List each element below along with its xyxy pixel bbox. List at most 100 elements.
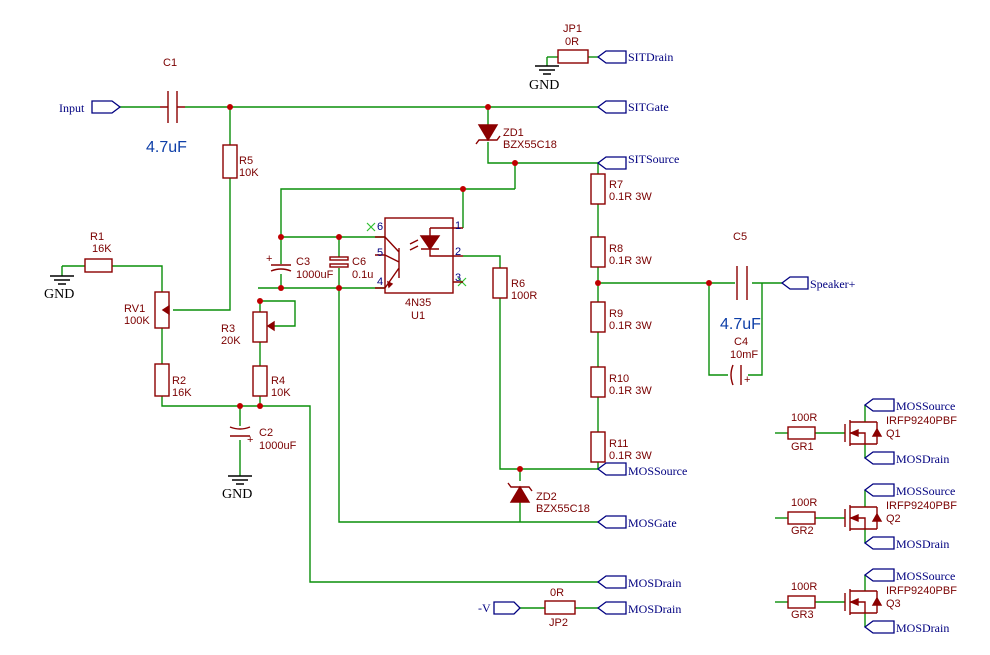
potentiometer-rv1[interactable]: RV1 100K [124,291,170,329]
resistor-r9[interactable]: R9 0.1R 3W [590,301,652,333]
r6-ref: R6 [511,278,525,290]
svg-text:+: + [744,374,750,386]
capacitor-c5[interactable]: C5 4.7uF [720,231,761,333]
optocoupler-u1[interactable]: 1 2 3 4 5 6 4N35 U1 [375,217,463,322]
c6-ref: C6 [352,256,366,268]
resistor-r6[interactable]: R6 100R [492,267,537,302]
ground-jp1: GND [529,65,559,93]
net-flag-mossource-main[interactable]: MOSSource [596,462,687,478]
resistor-r11[interactable]: R11 0.1R 3W [590,431,652,463]
svg-text:MOSSource: MOSSource [628,464,687,478]
svg-text:MOSDrain: MOSDrain [628,602,681,616]
zener-zd2[interactable]: ZD2 BZX55C18 [507,482,590,515]
c6-value: 0.1u [352,269,373,281]
svg-text:+: + [266,253,272,265]
net-flag-mosdrain-main[interactable]: MOSDrain [596,575,681,590]
rv1-ref: RV1 [124,303,145,315]
r7-ref: R7 [609,179,623,191]
rv1-value: 100K [124,315,150,327]
svg-text:+: + [247,434,253,446]
svg-text:100R: 100R [791,581,817,593]
svg-text:Q1: Q1 [886,428,901,440]
c4-ref: C4 [734,336,748,348]
capacitor-c6[interactable]: C6 0.1u [329,256,373,281]
mosfet-group-q1[interactable]: 100R GR1 MOSSource MOSDrain IRFP9240PBF … [787,398,957,466]
r3-value: 20K [221,335,241,347]
jp2-value: 0R [550,587,564,599]
svg-text:MOSDrain: MOSDrain [628,576,681,590]
r1-ref: R1 [90,231,104,243]
resistor-r5[interactable]: R5 10K [222,144,259,179]
c3-ref: C3 [296,256,310,268]
svg-text:GND: GND [222,487,252,502]
svg-text:MOSDrain: MOSDrain [896,621,949,635]
svg-text:MOSGate: MOSGate [628,516,677,530]
resistor-r4[interactable]: R4 10K [252,365,291,399]
r2-value: 16K [172,387,192,399]
resistor-r2[interactable]: R2 16K [154,363,192,399]
svg-text:MOSDrain: MOSDrain [896,537,949,551]
r2-ref: R2 [172,375,186,387]
r9-value: 0.1R 3W [609,320,652,332]
net-flag-input[interactable]: Input [59,100,122,115]
capacitor-c1[interactable]: C1 4.7uF [146,57,187,156]
svg-text:GR1: GR1 [791,441,814,453]
svg-text:IRFP9240PBF: IRFP9240PBF [886,585,957,597]
c1-value: 4.7uF [146,139,187,156]
jumper-jp1[interactable]: JP1 0R [557,23,589,64]
u1-pin-4: 4 [377,276,383,288]
net-flag-negv[interactable]: -V [478,601,521,615]
svg-text:100R: 100R [791,412,817,424]
net-flag-speaker[interactable]: Speaker+ [780,276,856,291]
jp1-ref: JP1 [563,23,582,35]
net-flag-sitdrain[interactable]: SITDrain [596,50,673,64]
capacitor-c2[interactable]: + C2 1000uF [229,426,297,452]
r4-ref: R4 [271,375,285,387]
zd1-value: BZX55C18 [503,139,557,151]
svg-text:GR2: GR2 [791,525,814,537]
jp1-value: 0R [565,36,579,48]
r3-ref: R3 [221,323,235,335]
svg-text:MOSSource: MOSSource [896,569,955,583]
capacitor-c4[interactable]: + C4 10mF [730,336,758,386]
resistor-r7[interactable]: R7 0.1R 3W [590,173,652,205]
r11-ref: R11 [609,438,628,450]
wires [61,56,866,627]
net-flag-mosgate[interactable]: MOSGate [596,515,677,530]
junctions [227,104,712,472]
svg-text:Q2: Q2 [886,513,901,525]
ground-left: GND [44,275,74,302]
net-flag-sitsource[interactable]: SITSource [596,152,679,170]
svg-text:SITDrain: SITDrain [628,50,673,64]
resistor-r1[interactable]: R1 16K [84,231,113,273]
u1-value: 4N35 [405,297,431,309]
resistor-r8[interactable]: R8 0.1R 3W [590,236,652,268]
r11-value: 0.1R 3W [609,450,652,462]
svg-text:MOSDrain: MOSDrain [896,452,949,466]
u1-pin-5: 5 [377,247,383,259]
net-flag-mosdrain-jp2[interactable]: MOSDrain [596,601,681,616]
zd2-ref: ZD2 [536,491,557,503]
svg-text:SITGate: SITGate [628,100,669,114]
capacitor-c3[interactable]: + C3 1000uF [266,253,334,281]
mosfet-group-q3[interactable]: 100R GR3 MOSSource MOSDrain IRFP9240PBF … [787,568,957,635]
svg-text:SITSource: SITSource [628,152,679,166]
c1-ref: C1 [163,57,177,69]
resistor-r10[interactable]: R10 0.1R 3W [590,366,652,398]
c5-value: 4.7uF [720,316,761,333]
svg-text:GND: GND [529,78,559,93]
svg-text:Speaker+: Speaker+ [810,277,856,291]
zd2-value: BZX55C18 [536,503,590,515]
r5-ref: R5 [239,155,253,167]
jumper-jp2[interactable]: 0R JP2 [544,587,576,629]
potentiometer-r3[interactable]: R3 20K [221,311,275,347]
c2-ref: C2 [259,427,273,439]
r9-ref: R9 [609,308,623,320]
u1-pin-1: 1 [455,220,461,232]
svg-text:Q3: Q3 [886,598,901,610]
r6-value: 100R [511,290,537,302]
mosfet-group-q2[interactable]: 100R GR2 MOSSource MOSDrain IRFP9240PBF … [787,483,957,551]
zener-zd1[interactable]: ZD1 BZX55C18 [475,124,557,151]
zd1-ref: ZD1 [503,127,524,139]
net-flag-sitgate[interactable]: SITGate [596,100,669,114]
